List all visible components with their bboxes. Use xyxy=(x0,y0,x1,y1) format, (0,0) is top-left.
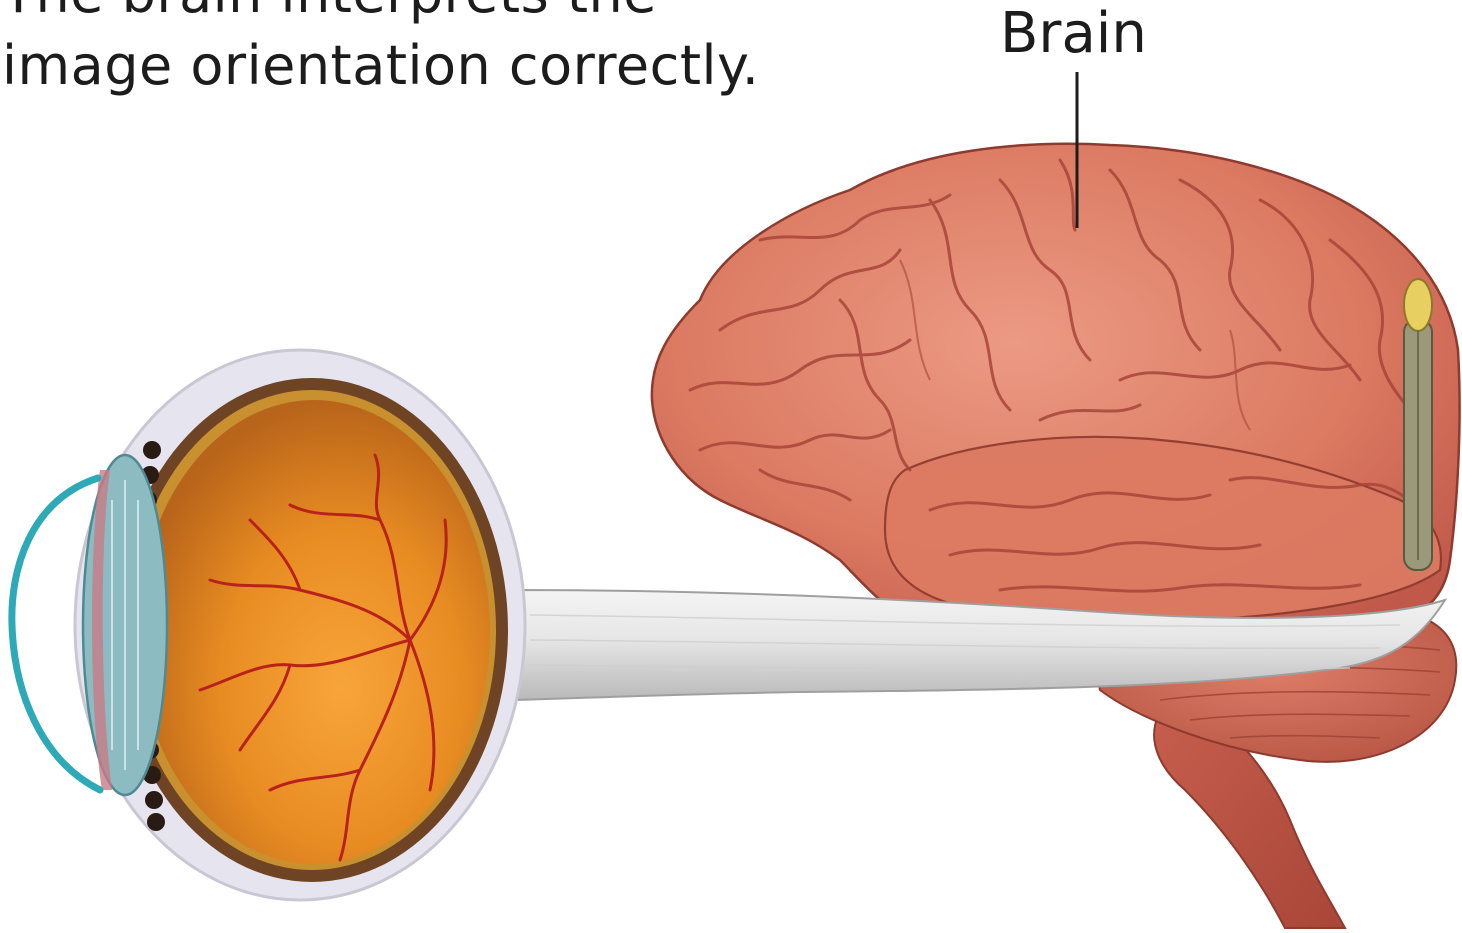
eyeball-cross-section xyxy=(12,350,525,900)
probe-icon xyxy=(1404,279,1432,570)
caption-line-2: image orientation correctly. xyxy=(2,34,759,98)
brain-label: Brain xyxy=(1000,2,1147,66)
caption-line-1: The brain interprets the xyxy=(2,0,657,26)
brain-illustration xyxy=(652,144,1460,928)
eye-interior xyxy=(138,400,490,864)
